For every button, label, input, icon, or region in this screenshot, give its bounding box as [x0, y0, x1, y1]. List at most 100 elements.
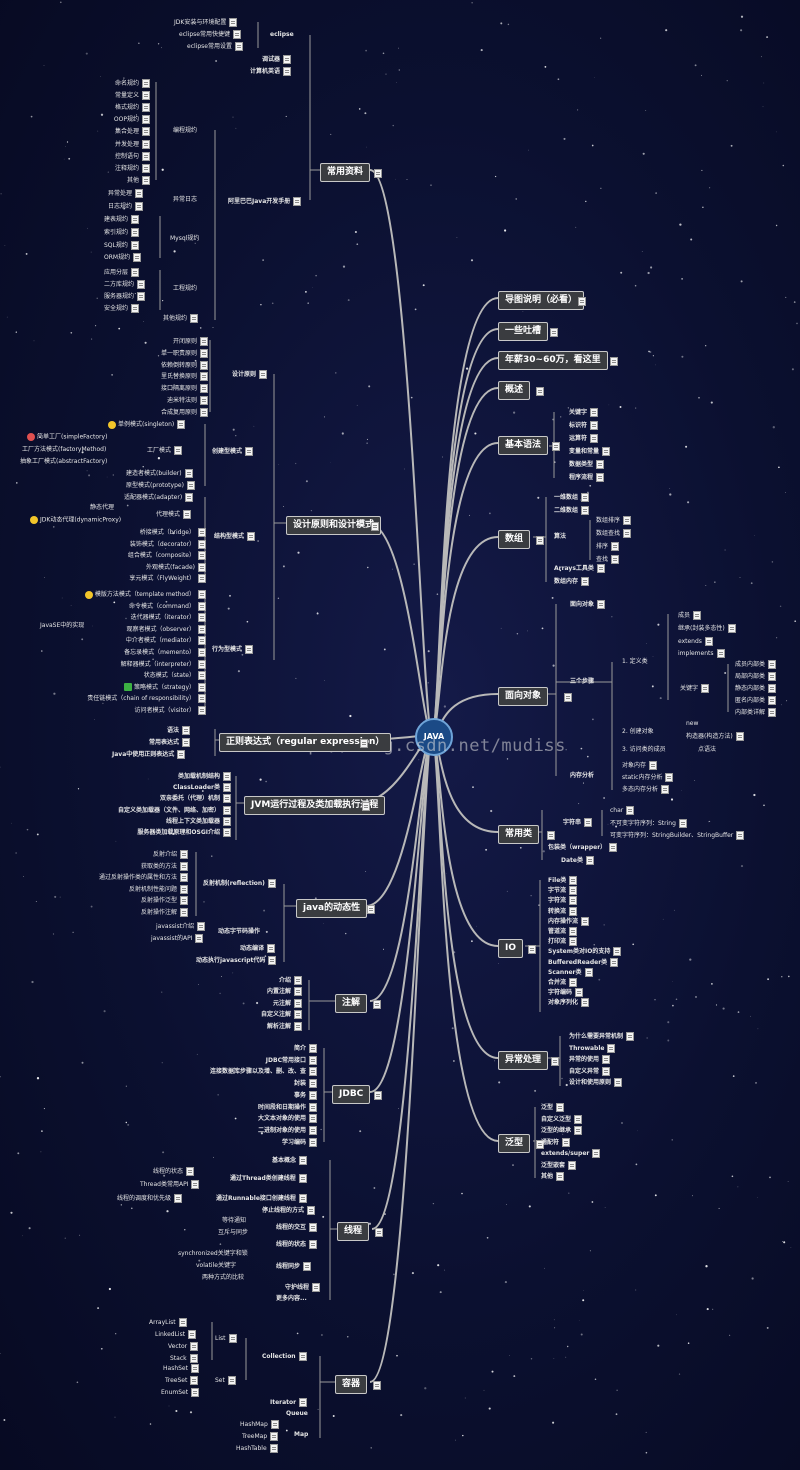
array-two-dim[interactable]: 二维数组	[554, 506, 590, 515]
note-icon[interactable]	[373, 1381, 381, 1390]
note-icon[interactable]	[198, 671, 206, 681]
factory-item[interactable]: 简单工厂(simpleFactory)	[27, 433, 107, 442]
note-icon[interactable]	[736, 831, 745, 840]
note-icon[interactable]	[367, 905, 375, 914]
note-icon[interactable]	[551, 1057, 559, 1066]
thread-extend-item[interactable]: Thread类常用API	[140, 1180, 200, 1189]
eclipse-item[interactable]: JDK安装与环境配置	[174, 18, 238, 27]
structural-item[interactable]: 享元模式（FlyWeight）	[129, 574, 206, 584]
node-regex[interactable]: 正则表达式（regular expression）	[219, 733, 392, 752]
note-icon[interactable]	[611, 542, 620, 551]
note-icon[interactable]	[590, 408, 599, 417]
note-icon[interactable]	[610, 957, 619, 967]
jdbc-item[interactable]: 事务	[294, 1090, 317, 1100]
structural-item[interactable]: 组合模式（composite）	[128, 551, 206, 561]
note-icon[interactable]	[298, 1174, 307, 1183]
note-icon[interactable]	[626, 806, 635, 815]
note-icon[interactable]	[223, 805, 231, 815]
io-item[interactable]: 转换流	[548, 906, 578, 916]
exception-item[interactable]: Throwable	[569, 1043, 616, 1053]
note-icon[interactable]	[135, 202, 144, 211]
basic-syntax-item[interactable]: 程序流程	[569, 473, 605, 482]
note-icon[interactable]	[142, 79, 150, 88]
node-exception[interactable]: 异常处理	[498, 1051, 549, 1070]
note-icon[interactable]	[198, 694, 206, 704]
mysql-item[interactable]: SQL规约	[104, 241, 139, 250]
note-icon[interactable]	[704, 637, 713, 646]
reflection-item[interactable]: 获取类的方法	[141, 861, 188, 871]
note-icon[interactable]	[373, 1000, 381, 1009]
note-icon[interactable]	[596, 473, 605, 482]
io-item[interactable]: 对象序列化	[548, 998, 590, 1008]
note-icon[interactable]	[131, 268, 140, 277]
exlog-item[interactable]: 异常处理	[108, 189, 144, 198]
node-container[interactable]: 容器	[335, 1375, 368, 1394]
container-queue[interactable]: Queue	[286, 1410, 308, 1417]
note-icon[interactable]	[374, 1091, 382, 1100]
note-icon[interactable]	[547, 831, 555, 840]
proxy-item[interactable]: 静态代理	[90, 504, 115, 511]
behavioral-item[interactable]: 模版方法模式（template method）	[84, 590, 206, 599]
note-icon[interactable]	[362, 802, 370, 811]
oop-idea[interactable]: 面向对象	[570, 600, 606, 609]
note-icon[interactable]	[569, 978, 578, 987]
thread-comm-item[interactable]: 等待通知	[222, 1217, 247, 1224]
note-icon[interactable]	[609, 843, 618, 852]
jdbc-item[interactable]: 简介	[294, 1044, 317, 1053]
oop-keyword-item[interactable]: 静态内部类	[735, 684, 777, 693]
io-item[interactable]: File类	[548, 876, 578, 885]
note-icon[interactable]	[198, 659, 206, 669]
note-icon[interactable]	[371, 522, 379, 531]
node-oop[interactable]: 面向对象	[498, 687, 549, 706]
note-icon[interactable]	[178, 1318, 187, 1327]
node-thread[interactable]: 线程	[337, 1222, 370, 1241]
eclipse-item[interactable]: eclipse常用设置	[187, 42, 243, 51]
note-icon[interactable]	[200, 384, 208, 394]
note-icon[interactable]	[270, 1420, 279, 1429]
note-icon[interactable]	[611, 555, 620, 564]
io-item[interactable]: 字符编码	[548, 988, 584, 998]
note-icon[interactable]	[137, 280, 146, 289]
project-item[interactable]: 安全规约	[104, 304, 140, 313]
note-icon[interactable]	[309, 1137, 317, 1147]
note-icon[interactable]	[768, 672, 777, 681]
basic-syntax-item[interactable]: 变量和常量	[569, 447, 611, 456]
oop-keyword-item[interactable]: 成员内部类	[735, 660, 777, 669]
generic-item[interactable]: 其他	[541, 1172, 565, 1181]
behavioral-item[interactable]: 解释器模式（interpreter）	[121, 659, 206, 669]
project-item[interactable]: 服务器规约	[104, 292, 146, 301]
principle-item[interactable]: 开闭原则	[173, 337, 208, 346]
io-item[interactable]: BufferedReader类	[548, 957, 619, 967]
note-icon[interactable]	[536, 1140, 544, 1149]
note-icon[interactable]	[552, 442, 560, 451]
note-icon[interactable]	[182, 738, 191, 747]
basic-syntax-item[interactable]: 关键字	[569, 408, 599, 417]
note-icon[interactable]	[536, 536, 544, 545]
note-icon[interactable]	[575, 988, 584, 998]
mysql-item[interactable]: ORM规约	[104, 253, 142, 262]
reflection-item[interactable]: 反射操作注解	[141, 907, 188, 917]
note-icon[interactable]	[309, 1090, 317, 1100]
thread-comm[interactable]: 线程的交互	[276, 1223, 318, 1232]
common-wrapper[interactable]: 包装类（wrapper）	[548, 843, 618, 852]
jdbc-item[interactable]: JDBC常用接口	[266, 1055, 317, 1065]
note-icon[interactable]	[294, 987, 302, 997]
behavioral-item[interactable]: 策略模式（strategy）	[123, 682, 206, 692]
map-item[interactable]: TreeMap	[242, 1432, 279, 1441]
annotation-item[interactable]: 元注解	[273, 998, 302, 1008]
array-algo-item[interactable]: 数组查找	[596, 529, 632, 538]
annotation-item[interactable]: 介绍	[279, 976, 302, 985]
generic-item[interactable]: 自定义泛型	[541, 1114, 583, 1124]
note-icon[interactable]	[678, 819, 687, 828]
dynamic-script[interactable]: 动态执行javascript代码	[196, 956, 277, 965]
common-string-item[interactable]: char	[610, 806, 635, 815]
note-icon[interactable]	[581, 916, 590, 926]
oop-memory[interactable]: 内存分析	[570, 772, 595, 779]
oop-define-item[interactable]: extends	[678, 637, 713, 646]
note-icon[interactable]	[186, 481, 195, 490]
note-icon[interactable]	[180, 850, 188, 859]
jvm-item[interactable]: 服务器类加载原理和OSGI介绍	[137, 828, 231, 837]
array-algo-item[interactable]: 数组排序	[596, 516, 632, 525]
note-icon[interactable]	[623, 516, 632, 525]
note-icon[interactable]	[768, 696, 777, 705]
